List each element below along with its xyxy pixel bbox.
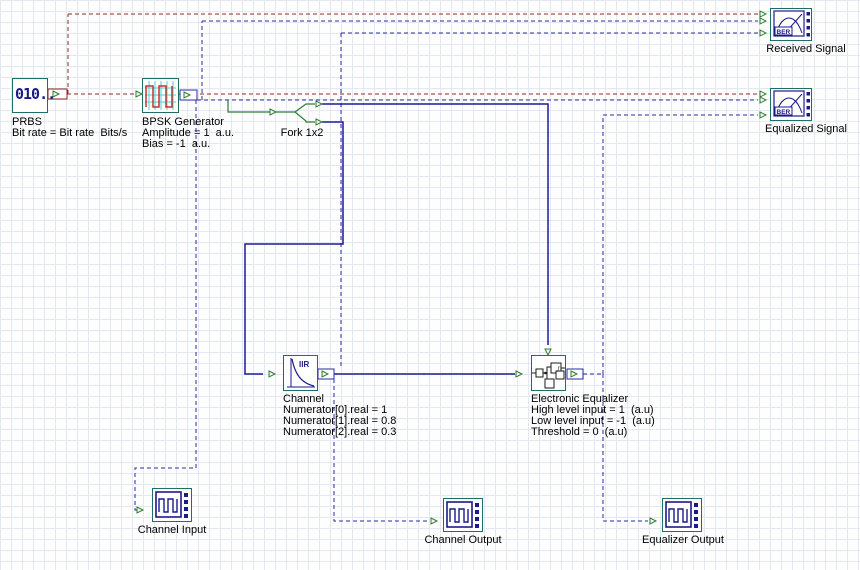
equalizer-param-low: Low level input = -1 (a.u) xyxy=(531,415,655,427)
equalizer-label: Electronic Equalizer xyxy=(531,393,629,405)
bpsk-in-arrow-icon xyxy=(135,90,144,98)
iir-icon-label: IIR xyxy=(299,360,309,369)
ber-icon-label: BER xyxy=(777,29,791,36)
equalizer-output-scope-arrow-icon xyxy=(649,517,658,525)
equalizer-out-arrow-icon xyxy=(570,370,579,378)
ber-analyzer-icon: BER xyxy=(773,10,810,37)
channel-input-scope-arrow-icon xyxy=(136,506,145,514)
equalizer-icon-f: f xyxy=(558,366,561,373)
equalized-port1-arrow-icon xyxy=(759,90,768,98)
channel-param-num0: Numerator[0].real = 1 xyxy=(283,404,388,416)
received-port1-arrow-icon xyxy=(759,10,768,18)
equalizer-output-label: Equalizer Output xyxy=(642,534,724,546)
channel-input-label: Channel Input xyxy=(137,524,207,536)
block-channel-output-scope[interactable] xyxy=(443,498,483,532)
block-equalized-signal[interactable]: BER xyxy=(770,88,812,121)
prbs-label: PRBS xyxy=(12,116,42,128)
received-signal-label: Received Signal xyxy=(766,43,846,55)
block-equalizer-output-scope[interactable] xyxy=(662,498,702,532)
wire-signal-net[interactable] xyxy=(244,103,549,375)
block-received-signal[interactable]: BER xyxy=(770,8,812,41)
channel-out-arrow-icon xyxy=(321,370,330,378)
received-port3-arrow-icon xyxy=(759,29,768,37)
wire-monitor-net[interactable] xyxy=(134,20,758,522)
prbs-icon: 010.. xyxy=(15,85,56,103)
fork-out1-arrow-icon xyxy=(315,100,324,108)
fork-in-arrow-icon xyxy=(269,108,278,116)
port-arrows[interactable] xyxy=(52,10,768,525)
block-electronic-equalizer[interactable]: f xyxy=(531,355,566,391)
scope-icon xyxy=(446,501,479,528)
channel-output-label: Channel Output xyxy=(424,534,502,546)
scope-icon xyxy=(665,501,698,528)
iir-response-icon: IIR xyxy=(287,358,315,388)
equalizer-param-high: High level input = 1 (a.u) xyxy=(531,404,654,416)
equalizer-circuit-icon: f xyxy=(532,362,565,389)
block-bpsk-generator[interactable] xyxy=(142,78,179,113)
channel-in-arrow-icon xyxy=(268,370,277,378)
equalizer-top-in-arrow-icon xyxy=(544,348,552,357)
prbs-out-arrow-icon xyxy=(52,90,61,98)
channel-param-num1: Numerator[1].real = 0.8 xyxy=(283,415,397,427)
channel-param-num2: Numerator[2].real = 0.3 xyxy=(283,426,397,438)
equalized-port3-arrow-icon xyxy=(759,111,768,119)
block-channel[interactable]: IIR xyxy=(283,355,318,391)
bpsk-param-amplitude: Amplitude = 1 a.u. xyxy=(142,127,235,139)
equalizer-in-arrow-icon xyxy=(515,370,524,378)
bpsk-out-arrow-icon xyxy=(183,91,192,99)
bpsk-param-bias: Bias = -1 a.u. xyxy=(142,138,211,150)
fork-out2-arrow-icon xyxy=(315,118,324,126)
bpsk-waveform-icon xyxy=(145,81,176,110)
block-channel-input-scope[interactable] xyxy=(152,488,192,522)
channel-output-scope-arrow-icon xyxy=(430,517,439,525)
ber-analyzer-icon: BER xyxy=(773,90,810,117)
channel-label: Channel xyxy=(283,393,324,405)
equalizer-param-threshold: Threshold = 0 (a.u) xyxy=(531,426,628,438)
equalized-signal-label: Equalized Signal xyxy=(765,123,847,135)
ber-icon-label: BER xyxy=(777,109,791,116)
received-port2-arrow-icon xyxy=(759,17,768,25)
prbs-param: Bit rate = Bit rate Bits/s xyxy=(12,127,128,139)
equalized-port2-arrow-icon xyxy=(759,96,768,104)
scope-icon xyxy=(155,491,188,518)
block-prbs[interactable]: 010.. xyxy=(12,78,56,113)
bpsk-label: BPSK Generator xyxy=(142,116,224,128)
fork-label: Fork 1x2 xyxy=(280,127,324,139)
